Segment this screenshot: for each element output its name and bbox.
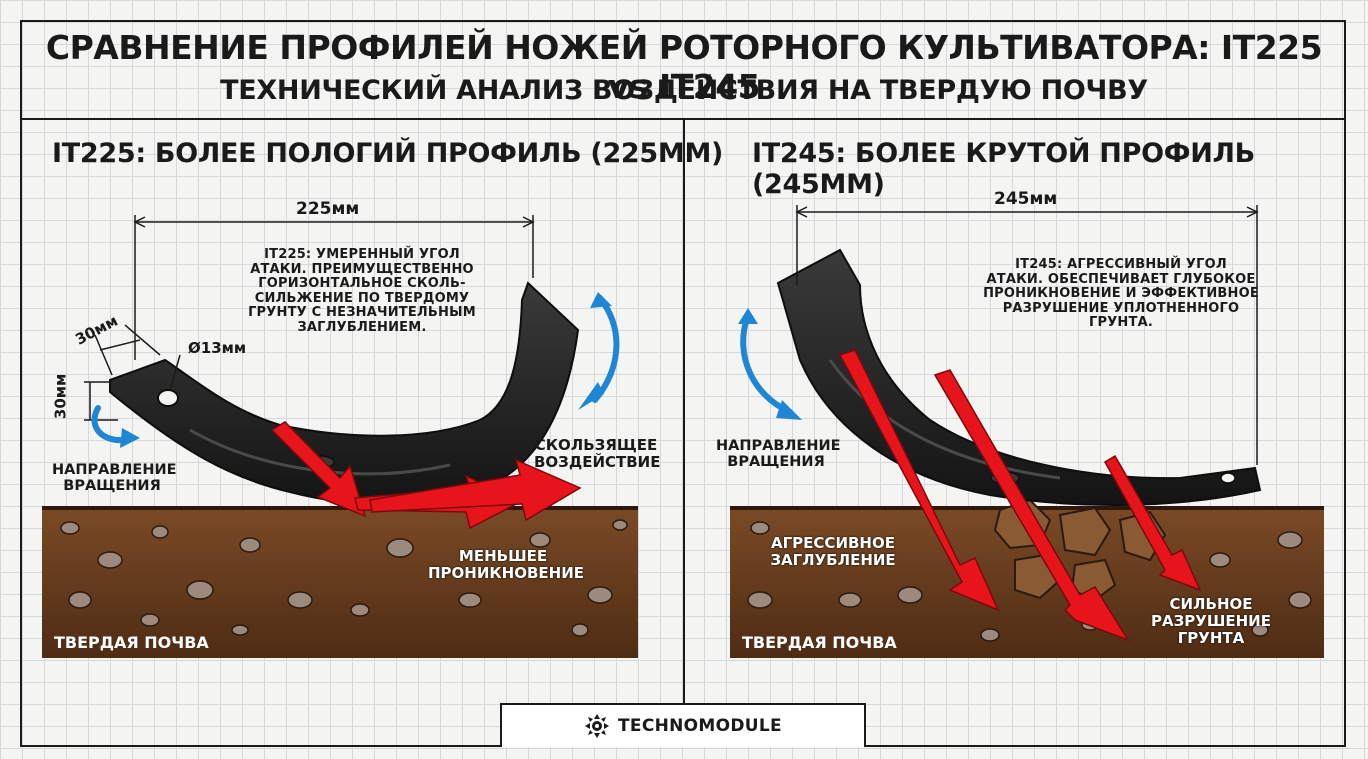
brand-name: TECHNOMODULE [618, 716, 782, 736]
panel-divider [683, 120, 685, 706]
rotation-arrows [91, 295, 793, 444]
left-dimension-lines [84, 215, 535, 421]
page-title: СРАВНЕНИЕ ПРОФИЛЕЙ НОЖЕЙ РОТОРНОГО КУЛЬТ… [45, 28, 1323, 106]
left-length-dimension: 225мм [296, 199, 360, 219]
left-soil-block [42, 506, 638, 658]
left-note: IT225: УМЕРЕННЫЙ УГОЛ АТАКИ. ПРЕИМУЩЕСТВ… [248, 247, 476, 335]
brand-badge: TECHNOMODULE [500, 703, 866, 747]
technomodule-logo-icon [585, 714, 610, 738]
left-hole-dimension: Ø13мм [188, 339, 247, 357]
right-rotation-label: НАПРАВЛЕНИЕ ВРАЩЕНИЯ [716, 438, 841, 471]
right-dimension-lines [795, 205, 1259, 465]
right-soil-label: ТВЕРДАЯ ПОЧВА [742, 633, 897, 652]
right-penetration-label: АГРЕССИВНОЕ ЗАГЛУБЛЕНИЕ [770, 534, 896, 569]
left-height-dimension: 30мм [51, 373, 70, 420]
right-destruction-label: СИЛЬНОЕ РАЗРУШЕНИЕ ГРУНТА [1151, 595, 1271, 647]
page-subtitle: ТЕХНИЧЕСКИЙ АНАЛИЗ ВОЗДЕЙСТВИЯ НА ТВЕРДУ… [220, 75, 1148, 106]
right-force-arrows [838, 349, 1202, 642]
left-penetration-label: МЕНЬШЕЕ ПРОНИКНОВЕНИЕ [428, 547, 585, 582]
left-effect-label: СКОЛЬЗЯЩЕЕ ВОЗДЕЙСТВИЕ [534, 436, 661, 471]
header-divider [22, 118, 1346, 120]
left-soil-label: ТВЕРДАЯ ПОЧВА [54, 633, 209, 652]
left-force-arrows [270, 421, 582, 530]
right-note: IT245: АГРЕССИВНЫЙ УГОЛ АТАКИ. ОБЕСПЕЧИВ… [983, 257, 1259, 331]
left-rotation-label: НАПРАВЛЕНИЕ ВРАЩЕНИЯ [52, 462, 177, 495]
right-length-dimension: 245мм [994, 189, 1058, 209]
left-panel-title: IT225: БОЛЕЕ ПОЛОГИЙ ПРОФИЛЬ (225MM) [52, 138, 724, 169]
right-panel-title: IT245: БОЛЕЕ КРУТОЙ ПРОФИЛЬ (245MM) [752, 138, 1255, 200]
